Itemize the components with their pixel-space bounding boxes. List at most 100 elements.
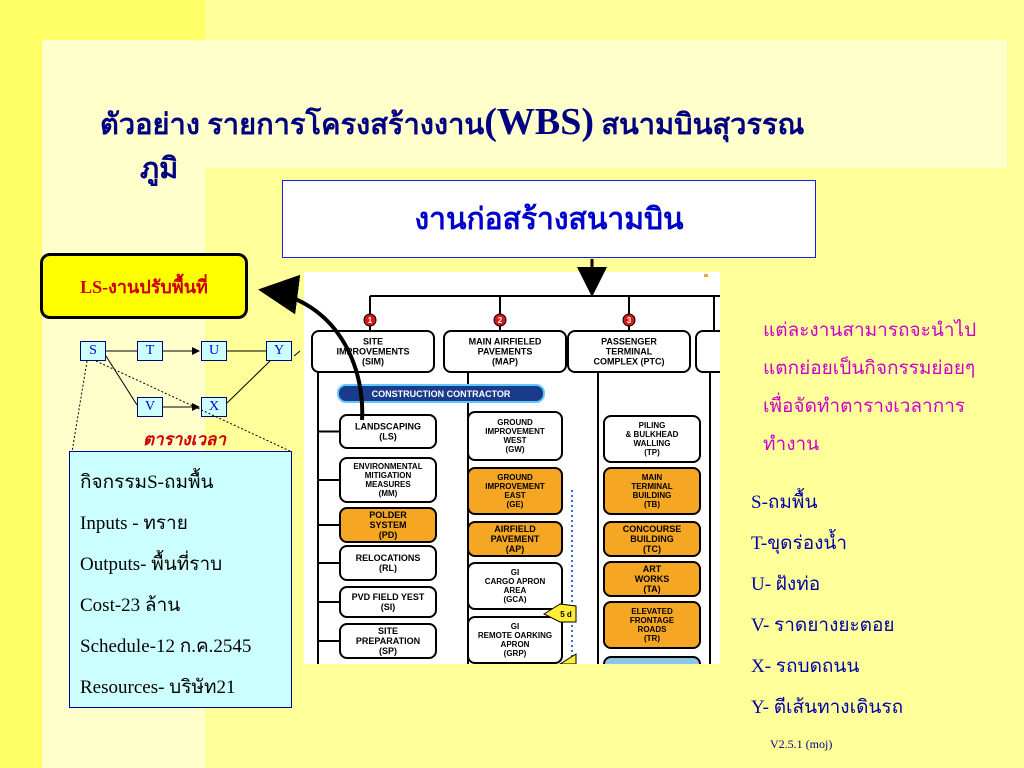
detail-inputs: Inputs - ทราย [80, 513, 188, 534]
corner-mark [704, 274, 708, 277]
wbs-box-col2-label: AIRFIELD [494, 524, 536, 534]
wbs-box-col3 [603, 561, 701, 597]
top-column-box-label: PASSENGER [601, 337, 657, 347]
wbs-box-col3 [603, 601, 701, 649]
duration-flag-2 [559, 653, 577, 664]
node-u: U [201, 341, 227, 361]
version-label: V2.5.1 (moj) [770, 737, 833, 751]
legend-item-x: X- รถบดถนน [751, 656, 860, 677]
wbs-box-col2-label: AREA [504, 586, 527, 595]
contractor-label: CONSTRUCTION CONTRACTOR [372, 389, 511, 399]
left-band [0, 0, 42, 768]
duration-flag [542, 603, 577, 623]
detail-activity: กิจกรรมS-ถมพื้น [80, 472, 214, 493]
wbs-box-col1-label: POLDER [369, 510, 407, 520]
wbs-box-col2-label: (GRP) [504, 649, 527, 658]
top-column-box [443, 330, 567, 373]
node-t: T [137, 341, 163, 361]
wbs-box-col3-label: (TR) [644, 634, 660, 643]
wbs-box-col3-label: FRONTAGE [630, 616, 675, 625]
top-column-box-label: MAIN AIRFIELED [469, 337, 542, 347]
wbs-box-col2-label: PAVEMENT [491, 534, 540, 544]
wbs-box-col2-label: (GE) [507, 500, 524, 509]
wbs-box-col1 [339, 623, 437, 659]
note-line: เพื่อจัดทำตารางเวลาการ [763, 396, 966, 417]
wbs-box-col1-label: (SI) [381, 602, 396, 612]
detail-schedule: Schedule-12 ก.ค.2545 [80, 636, 252, 657]
wbs-box-col3 [603, 467, 701, 515]
wbs-box-col3-label: (TA) [643, 584, 660, 594]
detail-outputs: Outputs- พื้นที่ราบ [80, 554, 223, 575]
wbs-box-col3-label: (TC) [643, 544, 661, 554]
wbs-box-col3-label: WORKS [635, 574, 670, 584]
ls-landscaping-box: LS-งานปรับพื้นที่ [40, 253, 248, 319]
wbs-box-col1 [339, 457, 437, 503]
wbs-box-col1 [339, 586, 437, 618]
detail-cost: Cost-23 ล้าน [80, 595, 181, 616]
top-band [42, 0, 205, 40]
column-number-badge [493, 313, 507, 327]
wbs-box-col2-label: (GW) [505, 445, 524, 454]
top-column-box-label: SITE [363, 337, 383, 347]
wbs-box-col1-label: MITIGATION [365, 471, 412, 480]
wbs-box-col1-label: LANDSCAPING [355, 422, 421, 432]
wbs-box-col2-label: WEST [503, 436, 526, 445]
wbs-box-col1-label: (SP) [379, 646, 397, 656]
column-number-badge [622, 313, 636, 327]
wbs-box-col3-label: MAIN [642, 473, 663, 482]
title-continuation: ภูมิ [140, 153, 179, 185]
wbs-box-col2-label: IMPROVEMENT [485, 482, 545, 491]
breakdown-note: แต่ละงานสามารถจะนำไป แตกย่อยเป็นกิจกรรมย… [763, 312, 1018, 464]
wbs-box-col2-label: (GCA) [503, 595, 526, 604]
wbs-box-col2-label: CARGO APRON [485, 577, 546, 586]
wbs-box-col2 [467, 467, 563, 515]
edge-x-y [226, 360, 271, 404]
wbs-box-col3-label: WALLING [634, 439, 671, 448]
top-column-box-label: (SIM) [362, 357, 384, 367]
title-wbs: (WBS) [484, 101, 594, 143]
node-s: S [80, 341, 106, 361]
title-panel [205, 40, 1007, 168]
wbs-box-col1-label: (MM) [379, 489, 398, 498]
legend-item-t: T-ขุดร่องน้ำ [751, 533, 848, 554]
network-tick [293, 350, 301, 357]
note-line: แต่ละงานสามารถจะนำไป [763, 320, 977, 341]
wbs-box-col2-label: GROUND [497, 473, 533, 482]
wbs-box-col2-label: APRON [501, 640, 530, 649]
wbs-box-col3-label: ART [643, 564, 662, 574]
top-column-box-label: (MAP) [492, 357, 518, 367]
wbs-box-col3-label: (TB) [644, 500, 660, 509]
wbs-box-col1-label: PREPARATION [356, 636, 420, 646]
duration-flag-label: 5 d [560, 610, 572, 619]
wbs-box-col2-label: IMPROVEMENT [485, 427, 545, 436]
wbs-box-col3-label: ROADS [638, 625, 668, 634]
top-column-box-label: IMPROVEMENTS [336, 347, 409, 357]
wbs-box-partial [603, 656, 701, 664]
legend-item-v: V- ราดยางยะตอย [751, 615, 895, 636]
note-line: ทำงาน [763, 434, 820, 455]
wbs-box-col1-label: MEASURES [365, 480, 411, 489]
wbs-box-col2 [467, 616, 563, 664]
node-v: V [137, 397, 163, 417]
wbs-box-col1-label: (PD) [379, 530, 398, 540]
wbs-box-col3-label: (TP) [644, 448, 660, 457]
wbs-box-col2-label: GI [511, 568, 519, 577]
column-number: 3 [627, 316, 632, 325]
wbs-box-col1-label: SITE [378, 626, 398, 636]
legend-item-y: Y- ตีเส้นทางเดินรถ [751, 697, 904, 718]
wbs-box-col1-label: PVD FIELD YEST [352, 592, 425, 602]
wbs-box-col3 [603, 521, 701, 557]
wbs-box-col3 [603, 415, 701, 463]
wbs-box-col1 [339, 507, 437, 543]
wbs-box-col2-label: GI [511, 622, 519, 631]
wbs-box-col3-label: BUILDING [630, 534, 674, 544]
detail-resources: Resources- บริษัท21 [80, 677, 236, 698]
wbs-box-col1 [339, 545, 437, 581]
wbs-box-col3-label: CONCOURSE [623, 524, 682, 534]
wbs-box-col1-label: (RL) [379, 563, 397, 573]
column-number: 2 [498, 316, 503, 325]
slide-title: ตัวอย่าง รายการโครงสร้างงาน(WBS) สนามบิน… [100, 100, 960, 191]
title-text-end: สนามบินสุวรรณ [594, 109, 805, 141]
wbs-box-col1-label: (LS) [379, 432, 397, 442]
